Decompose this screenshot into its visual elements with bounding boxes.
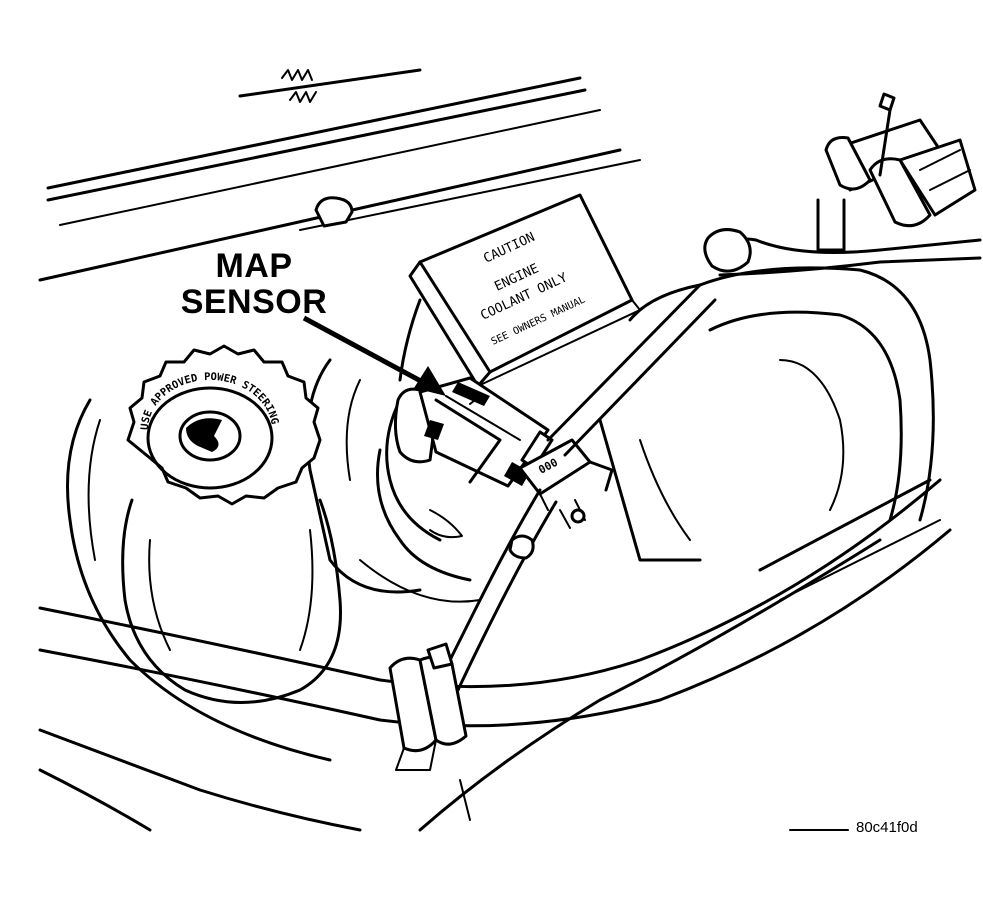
foreground-hose bbox=[38, 398, 952, 762]
coolant-caution-decal: CAUTION ENGINE COOLANT ONLY SEE OWNERS M… bbox=[408, 193, 641, 388]
map-sensor-callout: MAP SENSOR bbox=[172, 248, 336, 320]
map-sensor bbox=[393, 376, 554, 488]
power-steering-reservoir bbox=[121, 498, 342, 704]
map-sensor-leader-arrow bbox=[302, 315, 446, 396]
callout-line-1: MAP bbox=[215, 247, 293, 285]
reservoir-body bbox=[306, 298, 481, 603]
callout-line-2: SENSOR bbox=[180, 283, 328, 321]
lower-frame-lines bbox=[38, 478, 941, 832]
hose-clamp bbox=[388, 642, 468, 771]
electrical-connector: 000 bbox=[518, 438, 614, 529]
hood-clip bbox=[314, 196, 354, 228]
air-intake-housing bbox=[598, 266, 935, 562]
hood-panel-lines bbox=[38, 68, 641, 282]
figure-code: 80c41f0d bbox=[856, 819, 918, 836]
upper-right-hoses bbox=[703, 92, 982, 277]
